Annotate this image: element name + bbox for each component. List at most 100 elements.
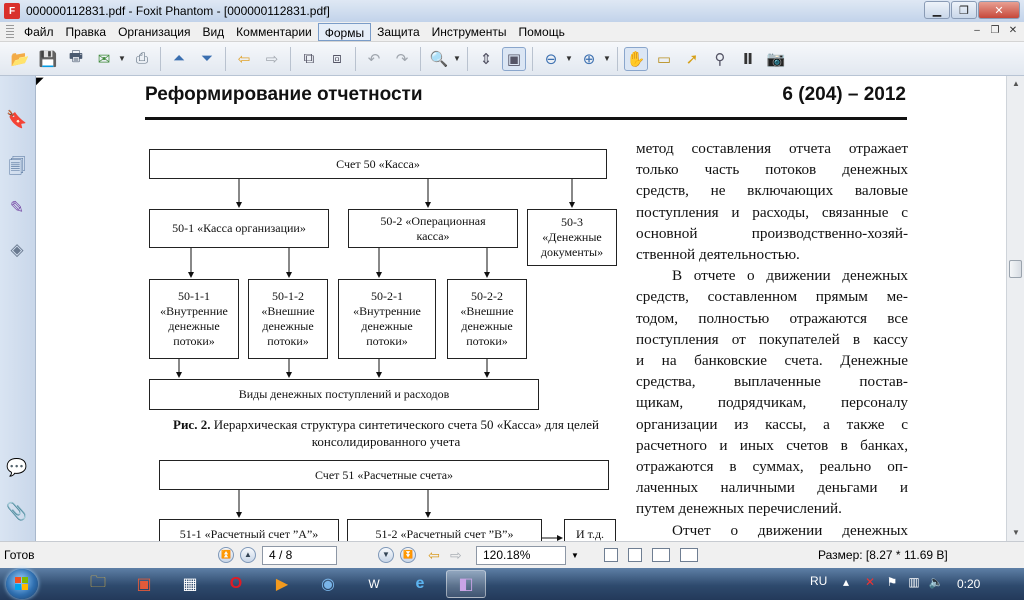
menu-edit[interactable]: Правка xyxy=(65,24,107,39)
diagram-box-50-2: 50-2 «Операционная касса» xyxy=(348,209,518,248)
back-view-icon[interactable]: ⇦ xyxy=(428,547,440,563)
article-text-line: средства, выплаченные постав- xyxy=(636,373,908,391)
zoom-tool-dropdown-icon[interactable]: ▼ xyxy=(453,54,461,63)
messenger-taskbar-icon[interactable]: ◉ xyxy=(321,576,335,593)
page-size-label: Размер: [8.27 * 11.69 В] xyxy=(818,548,948,562)
diagram-box-51-1: 51-1 «Расчетный счет ”А”» xyxy=(159,519,339,541)
diagram-box-50-3: 50-3 «Денежные документы» xyxy=(527,209,617,266)
snapshot-icon[interactable]: 📷 xyxy=(766,50,786,68)
hand-tool-icon[interactable]: ✋ xyxy=(624,46,648,71)
diagram-box-50-1: 50-1 «Касса организации» xyxy=(149,209,329,248)
attachments-icon[interactable]: 📎 xyxy=(6,502,28,521)
zoom-out-icon[interactable]: ⊖ xyxy=(544,50,558,68)
zoom-in-tool-icon[interactable]: 🔍 xyxy=(429,50,449,68)
last-page-button[interactable]: ⏬ xyxy=(400,547,416,563)
save-icon[interactable]: 💾 xyxy=(38,50,58,68)
minimize-button[interactable]: ▁ xyxy=(924,1,950,19)
menu-tools[interactable]: Инструменты xyxy=(431,24,507,39)
doc-restore-icon[interactable]: ❐ xyxy=(990,25,1000,36)
language-indicator[interactable]: RU xyxy=(810,574,828,588)
print-icon[interactable]: 🖶 xyxy=(68,48,84,65)
facing-view-icon[interactable] xyxy=(652,548,670,562)
page-number-input[interactable]: 4 / 8 xyxy=(262,546,337,565)
maximize-button[interactable]: ❐ xyxy=(951,1,977,19)
continuous-facing-view-icon[interactable] xyxy=(680,548,698,562)
signatures-icon[interactable]: ✎ xyxy=(9,198,25,217)
zoom-in-dropdown-icon[interactable]: ▼ xyxy=(603,54,611,63)
back-arrow-icon[interactable]: ⇦ xyxy=(237,50,251,68)
scroll-down-icon[interactable]: ▼ xyxy=(1012,528,1020,537)
page-corner-icon: ◤ xyxy=(36,76,44,87)
zoom-level-input[interactable]: 120.18% xyxy=(476,546,566,565)
action-center-flag-icon[interactable]: ⚑ xyxy=(886,575,898,589)
undo-icon[interactable]: ↶ xyxy=(367,50,381,68)
pages-thumbnails-icon[interactable]: 🗐 xyxy=(8,157,26,176)
menu-grip-icon xyxy=(6,24,14,39)
extract-pages-icon[interactable]: ⧉ xyxy=(303,50,315,67)
internet-explorer-taskbar-icon[interactable]: e xyxy=(415,575,425,592)
previous-page-button[interactable]: ▲ xyxy=(240,547,256,563)
single-page-view-icon[interactable] xyxy=(604,548,618,562)
email-icon[interactable]: ✉ xyxy=(97,50,111,68)
window-title: 000000112831.pdf - Foxit Phantom - [0000… xyxy=(26,4,330,18)
select-arrow-icon[interactable]: ➚ xyxy=(685,50,699,68)
figure-caption-label: Рис. 2. xyxy=(173,417,211,432)
foxit-taskbar-icon[interactable]: ◧ xyxy=(446,570,486,598)
header-rule xyxy=(145,117,907,120)
toolbar-separator xyxy=(290,46,291,71)
network-tray-icon[interactable]: ▥ xyxy=(908,575,920,589)
zoom-in-icon[interactable]: ⊕ xyxy=(582,50,596,68)
zoom-dropdown-icon[interactable]: ▼ xyxy=(571,551,579,560)
comments-panel-icon[interactable]: 💬 xyxy=(6,458,28,477)
menu-file[interactable]: Файл xyxy=(24,24,54,39)
menu-view[interactable]: Вид xyxy=(202,24,225,39)
antivirus-tray-icon[interactable]: ✕ xyxy=(864,575,876,589)
start-button[interactable] xyxy=(6,569,38,599)
layers-icon[interactable]: ◈ xyxy=(10,240,24,259)
menu-protect[interactable]: Защита xyxy=(377,24,420,39)
vertical-scrollbar[interactable]: ▲ ▼ xyxy=(1006,76,1024,541)
word-taskbar-icon[interactable]: W xyxy=(368,577,380,591)
document-view[interactable]: ◤ Реформирование отчетности 6 (204) – 20… xyxy=(36,76,1006,541)
marquee-icon[interactable]: ▭ xyxy=(656,50,672,68)
open-folder-icon[interactable]: 📂 xyxy=(10,50,30,68)
tray-expand-icon[interactable]: ▴ xyxy=(842,575,850,589)
doc-close-icon[interactable]: ✕ xyxy=(1008,25,1018,36)
diagram-box-cash-flow-types: Виды денежных поступлений и расходов xyxy=(149,379,539,410)
zoom-out-dropdown-icon[interactable]: ▼ xyxy=(565,54,573,63)
scroll-up-icon[interactable]: ▲ xyxy=(1012,79,1020,88)
binoculars-icon[interactable]: ⚲ xyxy=(714,50,726,68)
bookmarks-icon[interactable]: 🔖 xyxy=(6,110,28,129)
scan-icon[interactable]: ⎙ xyxy=(135,50,148,67)
opera-taskbar-icon[interactable]: O xyxy=(229,575,243,592)
next-page-button[interactable]: ▼ xyxy=(378,547,394,563)
insert-pages-icon[interactable]: ⧈ xyxy=(332,50,342,67)
forward-view-icon[interactable]: ⇨ xyxy=(450,547,462,563)
window-controls: ▁ ❐ ✕ xyxy=(924,1,1020,19)
menu-forms[interactable]: Формы xyxy=(317,22,372,41)
menu-comments[interactable]: Комментарии xyxy=(236,24,312,39)
prev-page-icon[interactable]: ⏶ xyxy=(172,50,185,67)
explorer-taskbar-icon[interactable]: 🗀 xyxy=(89,573,106,591)
email-dropdown-icon[interactable]: ▼ xyxy=(118,54,126,63)
first-page-button[interactable]: ⏫ xyxy=(218,547,234,563)
fit-width-icon[interactable]: ▣ xyxy=(502,46,526,71)
media-player-taskbar-icon[interactable]: ▶ xyxy=(275,576,289,593)
article-text-line: и на банковские счета. Денежные xyxy=(636,352,908,370)
toolbar-separator xyxy=(532,46,533,71)
forward-arrow-icon[interactable]: ⇨ xyxy=(265,50,279,68)
doc-minimize-icon[interactable]: – xyxy=(974,25,980,36)
fit-page-icon[interactable]: ⇕ xyxy=(479,50,493,68)
next-page-icon[interactable]: ⏷ xyxy=(200,50,213,67)
media-center-taskbar-icon[interactable]: ▣ xyxy=(136,576,152,593)
redo-icon[interactable]: ↷ xyxy=(395,50,409,68)
volume-tray-icon[interactable]: 🔈 xyxy=(928,575,944,589)
close-button[interactable]: ✕ xyxy=(978,1,1020,19)
text-select-icon[interactable]: Ⅱ xyxy=(743,50,753,68)
menu-organize[interactable]: Организация xyxy=(118,24,191,39)
toolbar-separator xyxy=(617,46,618,71)
menu-help[interactable]: Помощь xyxy=(518,24,565,39)
scrollbar-thumb[interactable] xyxy=(1009,260,1022,278)
calendar-taskbar-icon[interactable]: ▦ xyxy=(182,576,198,593)
continuous-view-icon[interactable] xyxy=(628,548,642,562)
